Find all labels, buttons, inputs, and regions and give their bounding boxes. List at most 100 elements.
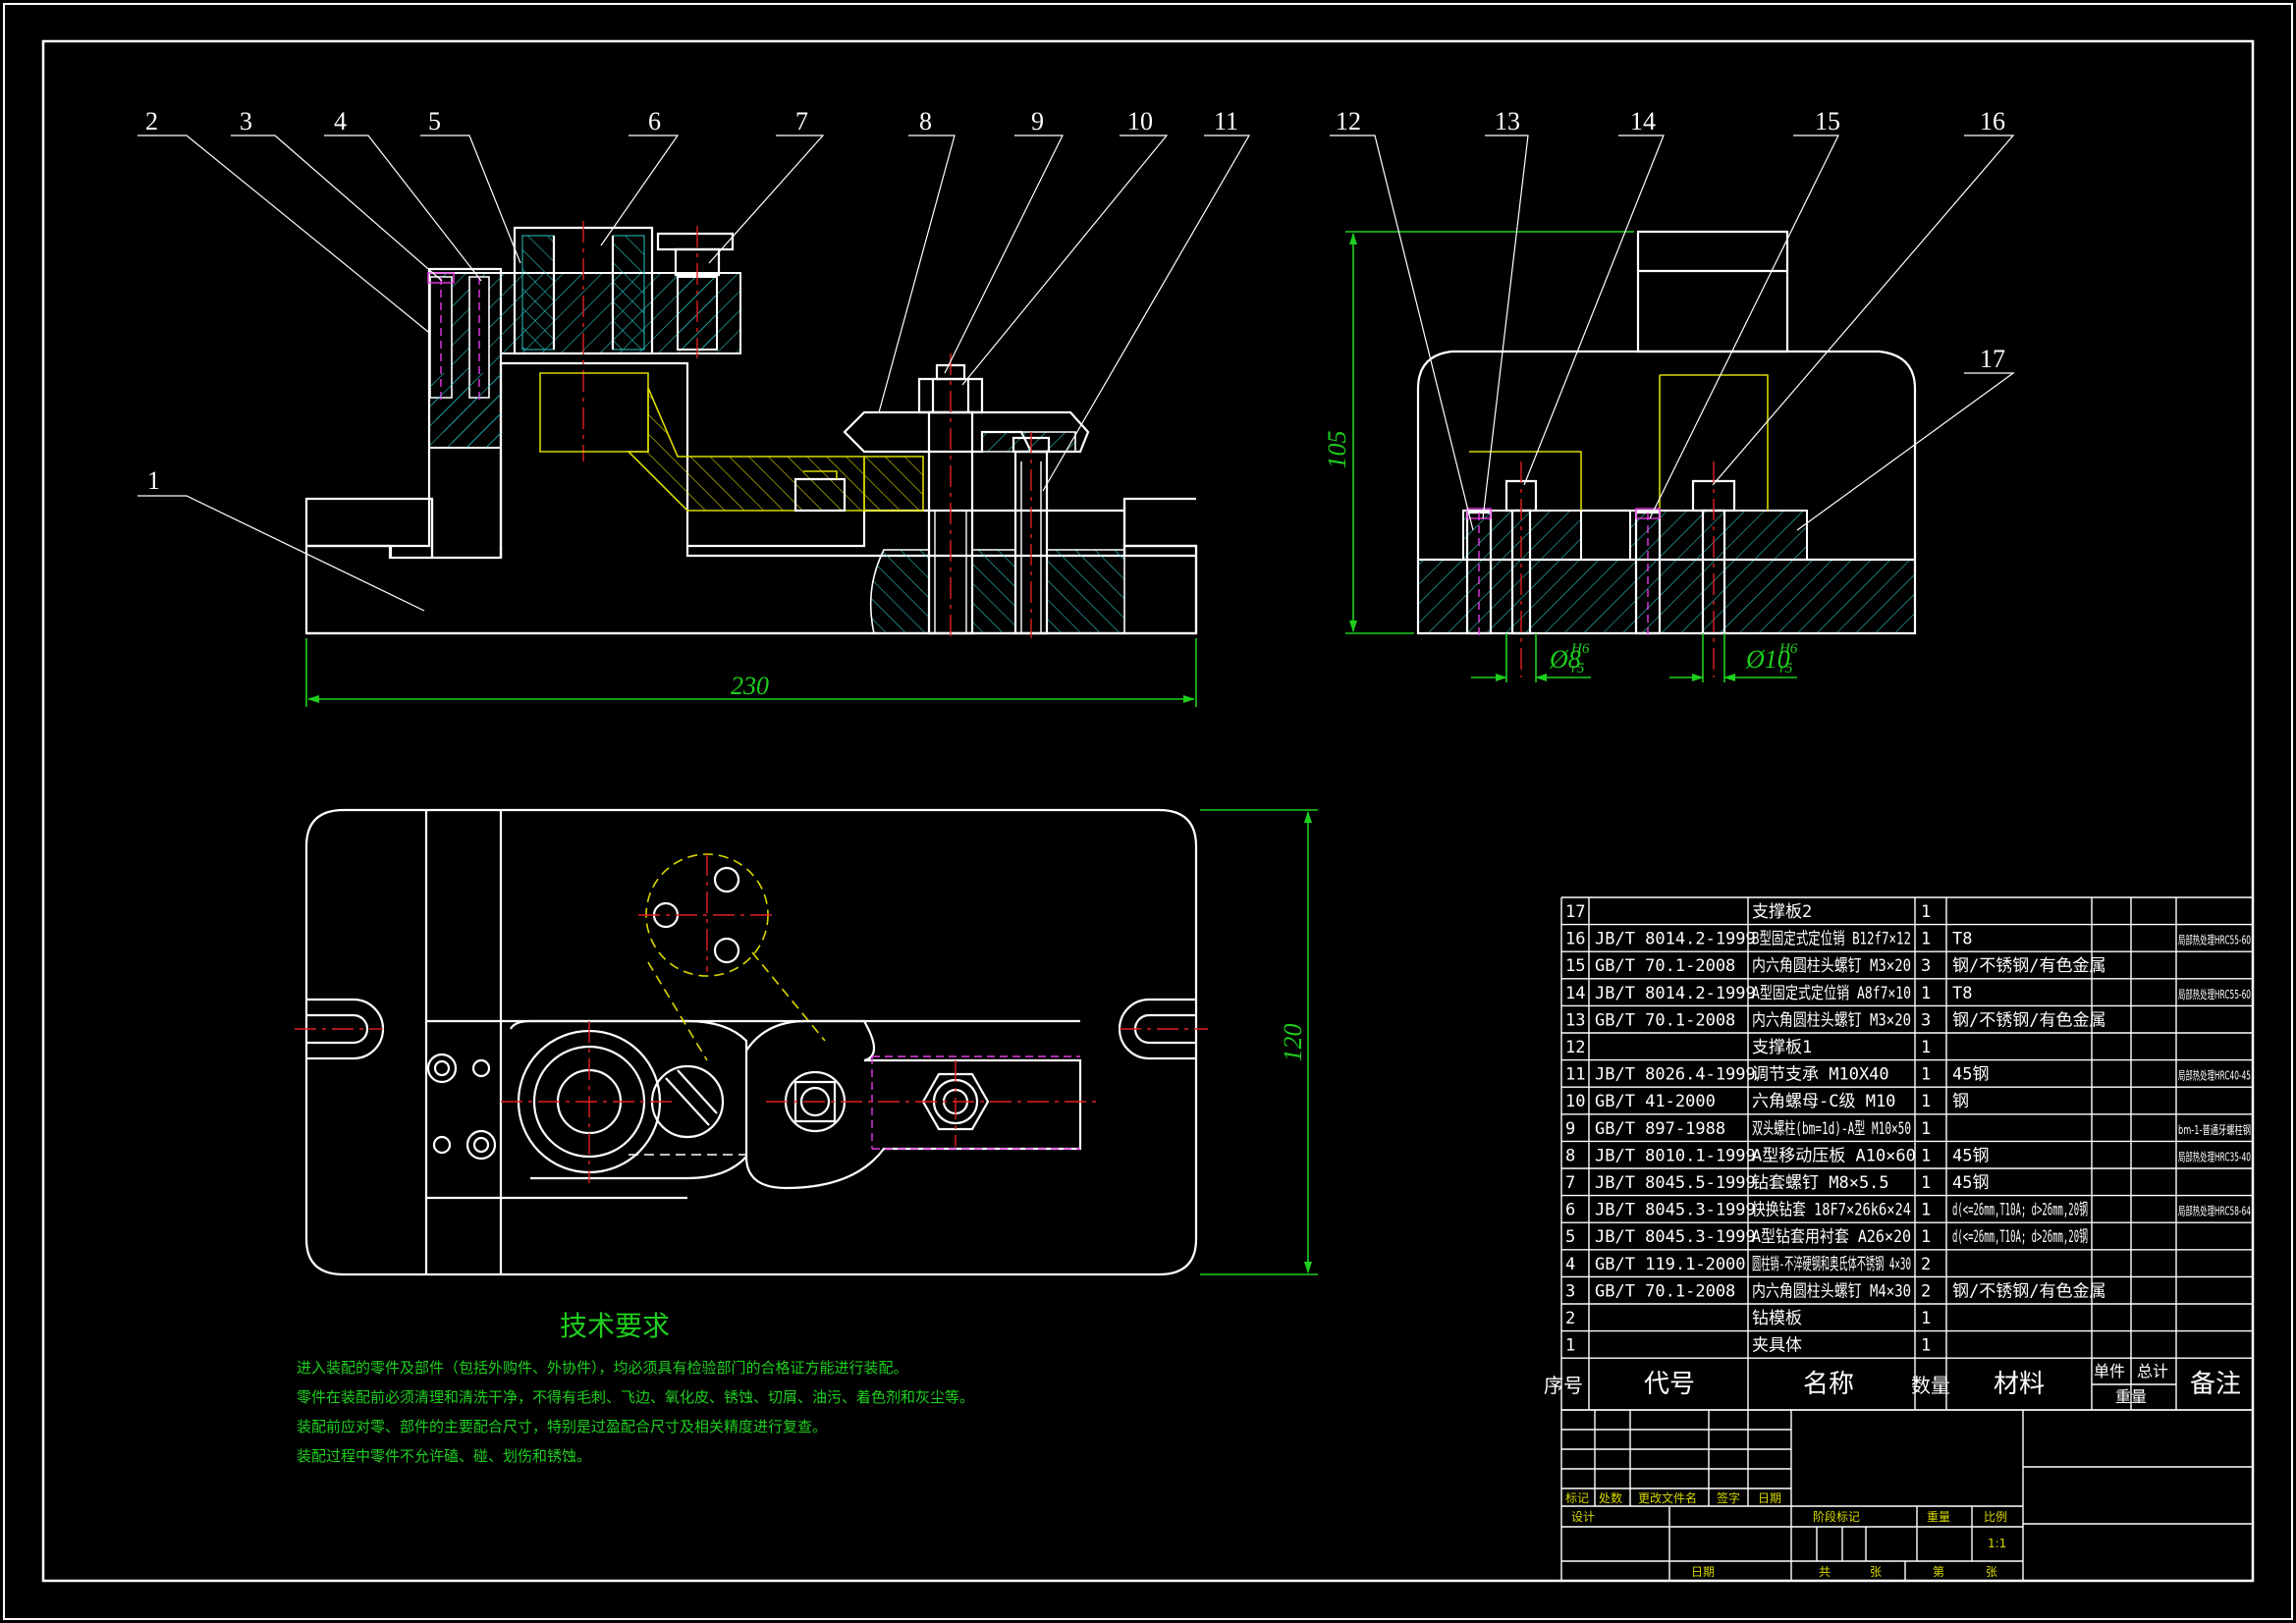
tb-sheet: 张 bbox=[1870, 1565, 1882, 1579]
bom-row-name: A型钻套用衬套 A26×20 bbox=[1752, 1227, 1911, 1247]
bom-row-note: bm-1-普通牙螺柱钢 bbox=[2178, 1122, 2251, 1137]
dim-fit-small-upper: H6 bbox=[1570, 641, 1590, 657]
bom-row-code: JB/T 8045.3-1999 bbox=[1595, 1227, 1756, 1247]
tb-date: 日期 bbox=[1758, 1491, 1781, 1505]
bom-row-name: A型固定式定位销 A8f7×10 bbox=[1752, 984, 1911, 1003]
bom-header-note: 备注 bbox=[2190, 1370, 2241, 1399]
bom-row-no: 14 bbox=[1565, 984, 1585, 1003]
tb-mark: 标记 bbox=[1565, 1491, 1589, 1505]
dim-front-width: 230 bbox=[731, 672, 769, 700]
bom-header-qty: 数量 bbox=[1911, 1374, 1950, 1397]
bom-row-no: 11 bbox=[1565, 1065, 1585, 1085]
bom-row-name: 夹具体 bbox=[1752, 1336, 1802, 1356]
bom-row-name: 支撑板2 bbox=[1752, 902, 1812, 922]
bom-row-no: 8 bbox=[1565, 1146, 1575, 1165]
bom-row-name: 钻套螺钉 M8×5.5 bbox=[1752, 1173, 1889, 1193]
technical-requirements: 技术要求 进入装配的零件及部件（包括外购件、外协件），均必须具有检验部门的合格证… bbox=[297, 1310, 974, 1465]
bom-row-qty: 3 bbox=[1921, 1010, 1931, 1030]
title-block bbox=[1560, 1409, 2254, 1582]
balloon-7: 7 bbox=[795, 107, 808, 135]
balloon-labels: 2 3 4 5 6 7 8 9 10 11 12 13 14 15 16 17 … bbox=[145, 107, 2005, 495]
tb-sign: 签字 bbox=[1717, 1490, 1740, 1505]
bom-row-qty: 2 bbox=[1921, 1255, 1931, 1274]
top-view: 120 bbox=[295, 808, 1318, 1276]
tb-change-doc: 更改文件名 bbox=[1638, 1490, 1697, 1505]
balloon-leaders bbox=[137, 135, 2015, 612]
bom-row-name: A型移动压板 A10×60 bbox=[1752, 1146, 1916, 1165]
tech-req-line-1: 进入装配的零件及部件（包括外购件、外协件），均必须具有检验部门的合格证方能进行装… bbox=[297, 1359, 908, 1377]
bom-row-name: 钻模板 bbox=[1752, 1309, 1802, 1328]
bom-row-note: 局部热处理HRC55-60 bbox=[2178, 987, 2251, 1001]
inner-border bbox=[41, 39, 2255, 1583]
title-block-text: 标记 处数 更改文件名 签字 日期 设计 阶段标记 重量 比例 1:1 日期 共… bbox=[1565, 1490, 2007, 1579]
balloon-16: 16 bbox=[1980, 107, 2005, 135]
tb-design: 设计 bbox=[1571, 1510, 1595, 1524]
bom-row-name: 内六角圆柱头螺钉 M3×20 bbox=[1752, 956, 1911, 976]
balloon-17: 17 bbox=[1980, 345, 2005, 373]
balloon-14: 14 bbox=[1630, 107, 1656, 135]
dim-fit-small-lower: r5 bbox=[1571, 661, 1585, 676]
bom-row-name: 六角螺母-C级 M10 bbox=[1752, 1092, 1895, 1111]
front-view: 230 bbox=[304, 221, 1198, 707]
bom-row-material: 钢 bbox=[1952, 1092, 1969, 1111]
balloon-1: 1 bbox=[147, 466, 160, 495]
bom-row-code: JB/T 8014.2-1999 bbox=[1595, 930, 1756, 949]
bom-row-material: d(<=26mm,T10A; d>26mm,20钢 bbox=[1952, 1201, 2088, 1220]
dim-fit-large: Ø10 bbox=[1745, 645, 1790, 674]
bom-row-no: 12 bbox=[1565, 1038, 1585, 1057]
bom-row-qty: 2 bbox=[1921, 1281, 1931, 1301]
bom-row-no: 4 bbox=[1565, 1255, 1575, 1274]
dim-top-height: 120 bbox=[1279, 1024, 1307, 1062]
bom-row-code: GB/T 119.1-2000 bbox=[1595, 1255, 1746, 1274]
bom-row-name: 内六角圆柱头螺钉 M3×20 bbox=[1752, 1010, 1911, 1030]
balloon-2: 2 bbox=[145, 107, 158, 135]
tb-scale: 1:1 bbox=[1988, 1537, 2006, 1550]
bom-row-no: 2 bbox=[1565, 1309, 1575, 1328]
tech-req-line-3: 装配前应对零、部件的主要配合尺寸，特别是过盈配合尺寸及相关精度进行复查。 bbox=[297, 1418, 827, 1435]
bom-row-no: 5 bbox=[1565, 1227, 1575, 1247]
tb-stage-mark: 阶段标记 bbox=[1813, 1509, 1860, 1524]
dim-fit-small: Ø8 bbox=[1549, 645, 1581, 674]
bom-row-name: 内六角圆柱头螺钉 M4×30 bbox=[1752, 1281, 1911, 1301]
bom-row-name: 调节支承 M10X40 bbox=[1752, 1065, 1889, 1085]
tech-req-line-2: 零件在装配前必须清理和清洗干净，不得有毛刺、飞边、氧化皮、锈蚀、切屑、油污、着色… bbox=[297, 1388, 974, 1406]
bom-row-no: 3 bbox=[1565, 1281, 1575, 1301]
balloon-13: 13 bbox=[1495, 107, 1520, 135]
tb-sheet2: 张 bbox=[1986, 1565, 1997, 1579]
bom-row-no: 9 bbox=[1565, 1119, 1575, 1139]
balloon-9: 9 bbox=[1031, 107, 1044, 135]
bom-row-material: T8 bbox=[1952, 930, 1972, 949]
tb-count: 处数 bbox=[1599, 1490, 1622, 1505]
bom-row-material: 钢/不锈钢/有色金属 bbox=[1952, 1010, 2105, 1030]
bom-row-qty: 1 bbox=[1921, 930, 1931, 949]
dim-fit-large-lower: r5 bbox=[1779, 661, 1793, 676]
bom-row-material: 钢/不锈钢/有色金属 bbox=[1952, 1281, 2105, 1301]
dim-fit-large-upper: H6 bbox=[1778, 641, 1798, 657]
bom-row-name: 双头螺柱(bm=1d)-A型 M10×50 bbox=[1752, 1119, 1911, 1139]
bom-header-weight: 重量 bbox=[2115, 1387, 2147, 1406]
bom-row-material: 45钢 bbox=[1952, 1065, 1989, 1085]
bom-row-qty: 1 bbox=[1921, 1336, 1931, 1356]
bom-row-code: GB/T 70.1-2008 bbox=[1595, 1281, 1735, 1301]
bom-row-qty: 1 bbox=[1921, 1309, 1931, 1328]
bom-row-qty: 1 bbox=[1921, 1146, 1931, 1165]
bom-row-material: T8 bbox=[1952, 984, 1972, 1003]
bom-row-material: 45钢 bbox=[1952, 1146, 1989, 1165]
bom-row-no: 7 bbox=[1565, 1173, 1575, 1193]
outer-border bbox=[3, 3, 2293, 1620]
bom-row-no: 16 bbox=[1565, 930, 1585, 949]
bom-header-name: 名称 bbox=[1803, 1370, 1854, 1399]
bom-row-name: 圆柱销-不淬硬钢和奥氏体不锈钢 4×30 bbox=[1752, 1255, 1911, 1274]
bom-row-note: 局部热处理HRC40-45 bbox=[2178, 1068, 2251, 1083]
bom-row-qty: 1 bbox=[1921, 1065, 1931, 1085]
tb-weight: 重量 bbox=[1927, 1510, 1950, 1524]
bom-row-code: JB/T 8045.3-1999 bbox=[1595, 1201, 1756, 1220]
tech-req-line-4: 装配过程中零件不允许磕、碰、划伤和锈蚀。 bbox=[297, 1447, 591, 1465]
bom-row-name: 支撑板1 bbox=[1752, 1038, 1812, 1057]
bom-row-no: 6 bbox=[1565, 1201, 1575, 1220]
bom-header-code: 代号 bbox=[1644, 1370, 1695, 1399]
balloon-6: 6 bbox=[648, 107, 661, 135]
bom-row-no: 1 bbox=[1565, 1336, 1575, 1356]
